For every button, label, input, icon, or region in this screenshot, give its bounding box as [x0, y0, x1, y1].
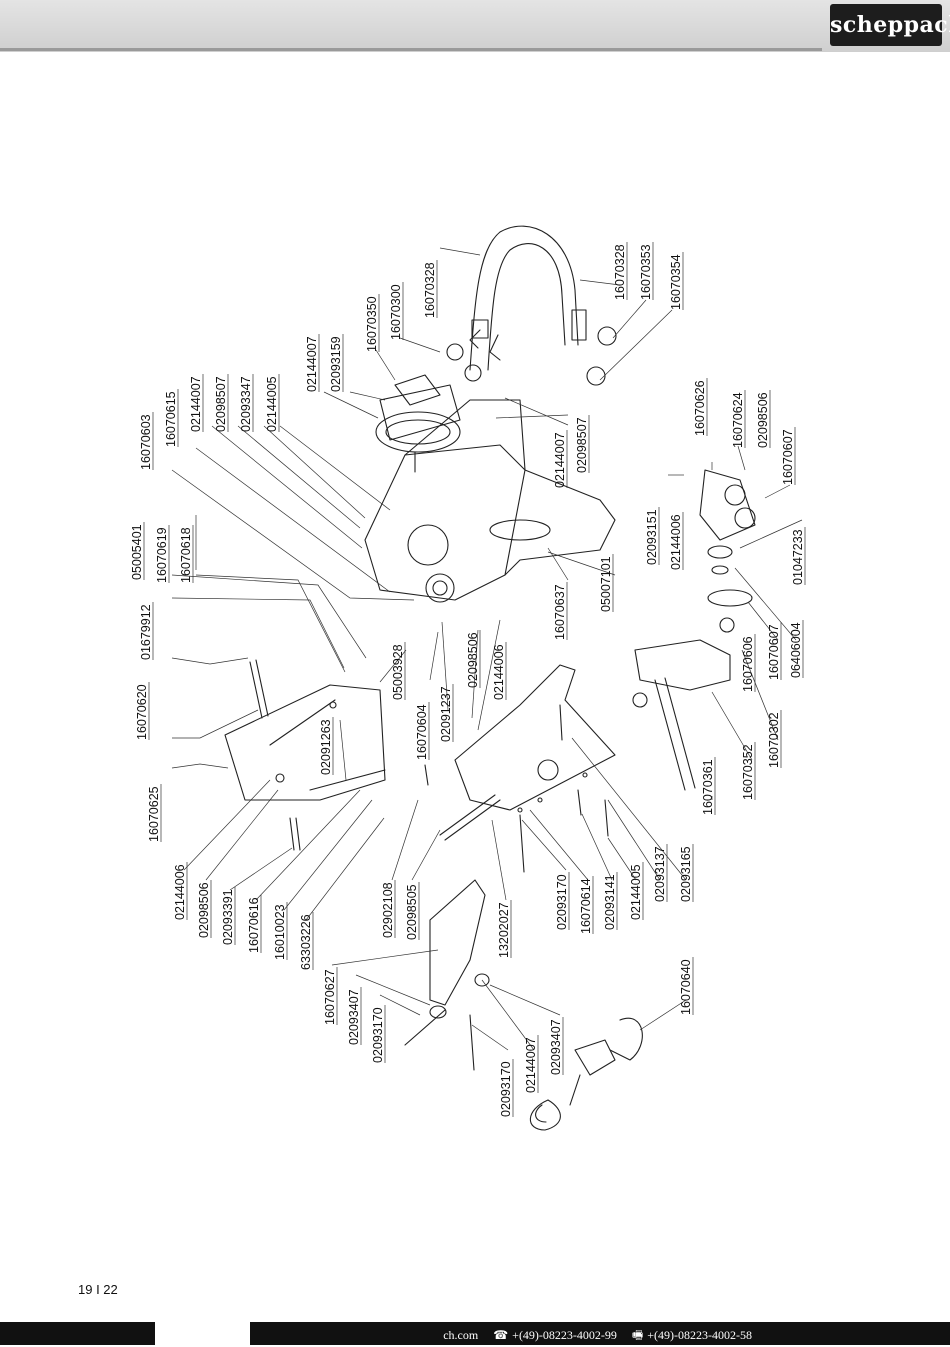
part-number-label: 02093159	[329, 336, 343, 392]
footer-bar-left	[0, 1322, 155, 1345]
part-number-label: 02098506	[466, 632, 480, 688]
part-number-label: 02144006	[669, 514, 683, 570]
part-number-label: 02098506	[197, 882, 211, 938]
part-number-label: 02098506	[756, 392, 770, 448]
footer-fax: +(49)-08223-4002-58	[647, 1328, 752, 1342]
part-number-label: 02098507	[214, 376, 228, 432]
part-number-label: 02093347	[239, 376, 253, 432]
footer-contact: ch.com ☎+(49)-08223-4002-99 🖷+(49)-08223…	[443, 1326, 752, 1347]
part-number-label: 02144007	[553, 432, 567, 488]
fax-icon: 🖷	[631, 1328, 644, 1342]
part-number-label: 16070354	[669, 254, 683, 310]
part-number-label: 16070328	[423, 262, 437, 318]
part-number-label: 16070350	[365, 296, 379, 352]
part-number-label: 16070604	[415, 704, 429, 760]
part-number-label: 16070328	[613, 244, 627, 300]
part-number-label: 01679912	[139, 604, 153, 660]
part-number-label: 02093407	[549, 1019, 563, 1075]
brand-logo: scheppach	[830, 4, 950, 46]
part-number-label: 02144006	[173, 864, 187, 920]
part-number-label: 16070614	[579, 878, 593, 934]
part-number-label: 01047233	[791, 529, 805, 585]
leader-lines	[171, 247, 803, 1051]
part-number-label: 02093170	[555, 874, 569, 930]
part-number-label: 02093165	[679, 846, 693, 902]
part-number-label: 05007101	[599, 556, 613, 612]
part-number-label: 02093141	[603, 874, 617, 930]
part-number-label: 16010023	[273, 904, 287, 960]
part-number-label: 05005401	[130, 524, 144, 580]
part-number-label: 02093170	[499, 1061, 513, 1117]
part-number-label: 16070620	[135, 684, 149, 740]
footer-website[interactable]: ch.com	[443, 1328, 479, 1342]
header-rule	[0, 48, 822, 51]
part-number-label: 02093151	[645, 509, 659, 565]
part-number-label: 02144005	[265, 376, 279, 432]
part-number-label: 05003928	[391, 644, 405, 700]
part-number-label: 16070361	[701, 759, 715, 815]
part-number-label: 16070353	[639, 244, 653, 300]
part-number-label: 02091263	[319, 719, 333, 775]
part-number-label: 16070606	[741, 636, 755, 692]
header-bar	[0, 0, 950, 52]
part-number-label: 16070603	[139, 414, 153, 470]
part-number-label: 02098505	[405, 884, 419, 940]
part-number-label: 16070619	[155, 527, 169, 583]
part-number-label: 02093407	[347, 989, 361, 1045]
part-number-label: 02093137	[653, 846, 667, 902]
part-number-label: 02144007	[189, 376, 203, 432]
part-number-label: 02091237	[439, 686, 453, 742]
part-number-label: 16070618	[179, 527, 193, 583]
part-number-label: 16070607	[767, 624, 781, 680]
part-number-label: 02093170	[371, 1007, 385, 1063]
part-number-label: 02093391	[221, 889, 235, 945]
part-number-label: 16070615	[164, 391, 178, 447]
part-number-label: 16070300	[389, 284, 403, 340]
part-number-label: 16070624	[731, 392, 745, 448]
part-number-label: 06406004	[789, 622, 803, 678]
part-number-label: 13202027	[497, 902, 511, 958]
part-number-label: 63303226	[299, 914, 313, 970]
footer-gap	[155, 1322, 250, 1345]
footer-bar-right	[250, 1322, 950, 1345]
part-number-label: 16070637	[553, 584, 567, 640]
part-number-label: 02098507	[575, 417, 589, 473]
part-number-label: 02144005	[629, 864, 643, 920]
part-number-label: 02144007	[524, 1037, 538, 1093]
part-number-label: 16070625	[147, 786, 161, 842]
part-number-label: 02902108	[381, 882, 395, 938]
part-number-labels: 16070625 16070620 01679912 05005401 16070619…	[130, 242, 806, 1117]
part-number-label: 02144007	[305, 336, 319, 392]
part-number-label: 16070352	[741, 744, 755, 800]
footer-phone: +(49)-08223-4002-99	[512, 1328, 617, 1342]
part-number-label: 16070616	[247, 897, 261, 953]
part-number-label: 16070607	[781, 429, 795, 485]
part-number-label: 16070627	[323, 969, 337, 1025]
part-number-label: 16070640	[679, 959, 693, 1015]
part-number-label: 16070626	[693, 380, 707, 436]
part-number-label: 16070302	[767, 712, 781, 768]
page-number: 19 I 22	[78, 1282, 118, 1297]
part-number-label: 02144006	[492, 644, 506, 700]
telephone-icon: ☎	[493, 1328, 509, 1342]
parts-drawing	[224, 225, 756, 1131]
